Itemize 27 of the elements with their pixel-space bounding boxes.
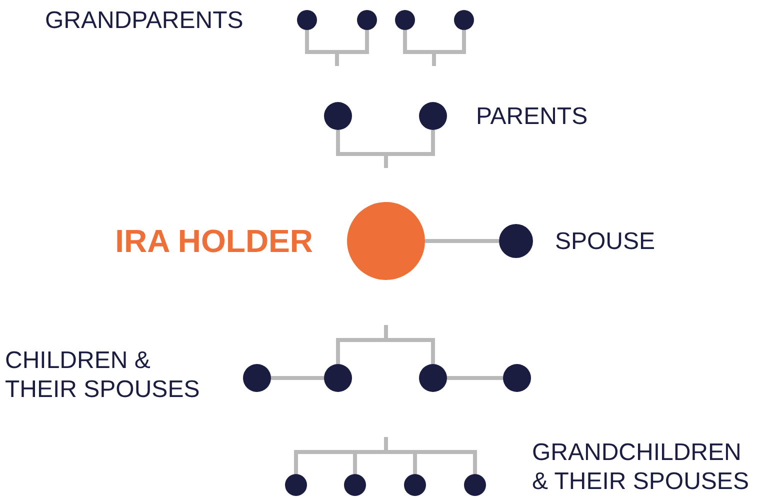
highlight-label: IRA HOLDER: [115, 222, 313, 260]
connector-line: [425, 239, 499, 243]
connector-line: [271, 376, 324, 380]
generation-label: SPOUSE: [555, 227, 656, 256]
generation-label: PARENTS: [476, 102, 588, 131]
person-dot: [499, 224, 533, 258]
bracket-line: [335, 30, 369, 66]
connector-line: [447, 376, 503, 380]
person-dot: [419, 364, 447, 392]
person-dot: [454, 10, 474, 30]
person-dot: [503, 364, 531, 392]
person-dot: [464, 474, 486, 496]
person-dot: [324, 364, 352, 392]
person-dot: [344, 474, 366, 496]
bracket-line: [384, 130, 435, 168]
generation-label: CHILDREN & THEIR SPOUSES: [5, 346, 200, 404]
bracket-line: [432, 30, 466, 66]
person-dot: [324, 102, 352, 130]
generation-label: GRANDPARENTS: [45, 6, 244, 35]
person-dot: [357, 10, 377, 30]
person-dot: [395, 10, 415, 30]
person-dot: [404, 474, 426, 496]
person-dot: [285, 474, 307, 496]
generation-label: GRANDCHILDREN & THEIR SPOUSES: [532, 438, 749, 496]
person-dot: [297, 10, 317, 30]
person-dot: [419, 102, 447, 130]
person-dot: [243, 364, 271, 392]
